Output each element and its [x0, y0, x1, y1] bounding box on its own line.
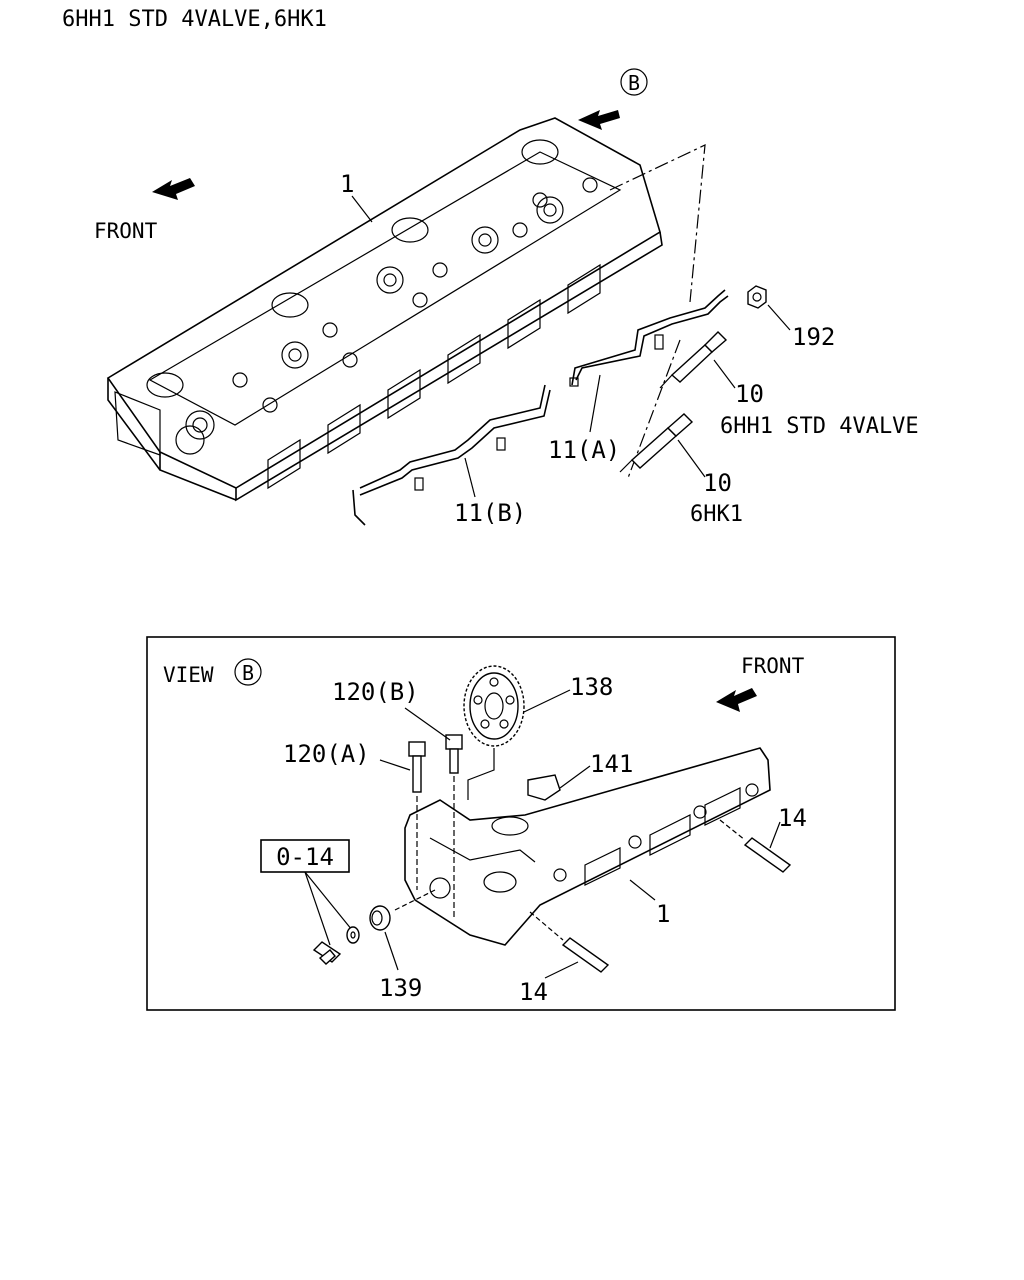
label-gear: 138 [570, 673, 613, 701]
label-bushing: 139 [379, 974, 422, 1002]
label-head-top: 1 [340, 170, 354, 198]
label-harness-b: 11(B) [454, 499, 526, 527]
bolt-120a [408, 741, 426, 793]
harness-a [569, 289, 729, 387]
page-title: 6HH1 STD 4VALVE,6HK1 [62, 7, 327, 32]
label-nut: 192 [792, 323, 835, 351]
label-bolt-a: 120(A) [283, 740, 370, 768]
stud-right [743, 837, 792, 873]
label-key: 141 [590, 750, 633, 778]
view-b-arrow [578, 110, 620, 130]
gear-138 [463, 665, 525, 747]
svg-text:B: B [628, 71, 640, 95]
svg-text:0-14: 0-14 [276, 843, 334, 871]
front-arrow-icon [152, 178, 195, 200]
stud-bottom [561, 937, 610, 973]
harness-b [352, 384, 551, 526]
front-arrow-view-icon [716, 688, 757, 712]
bolt-120b [445, 734, 463, 774]
label-plug-variant-upper: 6HH1 STD 4VALVE [720, 414, 919, 439]
washer [346, 926, 360, 944]
label-plug-variant-lower: 6HK1 [690, 502, 743, 527]
bushing-139 [369, 905, 391, 931]
label-stud-bottom: 14 [519, 978, 548, 1006]
kit-box: 0-14 [260, 839, 350, 873]
view-title: VIEW [163, 663, 214, 687]
view-b-frame [146, 636, 896, 1011]
nut-192 [747, 285, 767, 309]
cylinder-head-drawing [106, 117, 663, 502]
view-b-marker: B [620, 68, 648, 96]
view-marker: B [234, 658, 262, 686]
small-bolt [312, 941, 342, 965]
label-head-view: 1 [656, 900, 670, 928]
key-141 [527, 774, 561, 801]
cylinder-head-view [404, 747, 771, 946]
glow-plug-upper [659, 331, 728, 389]
glow-plug-lower [619, 413, 694, 473]
front-label-top: FRONT [94, 219, 158, 243]
label-bolt-b: 120(B) [332, 678, 419, 706]
label-stud-right: 14 [778, 804, 807, 832]
front-label-view: FRONT [741, 654, 805, 678]
label-plug-lower: 10 [703, 469, 732, 497]
label-plug-upper: 10 [735, 380, 764, 408]
svg-text:B: B [242, 661, 254, 685]
label-harness-a: 11(A) [548, 436, 620, 464]
